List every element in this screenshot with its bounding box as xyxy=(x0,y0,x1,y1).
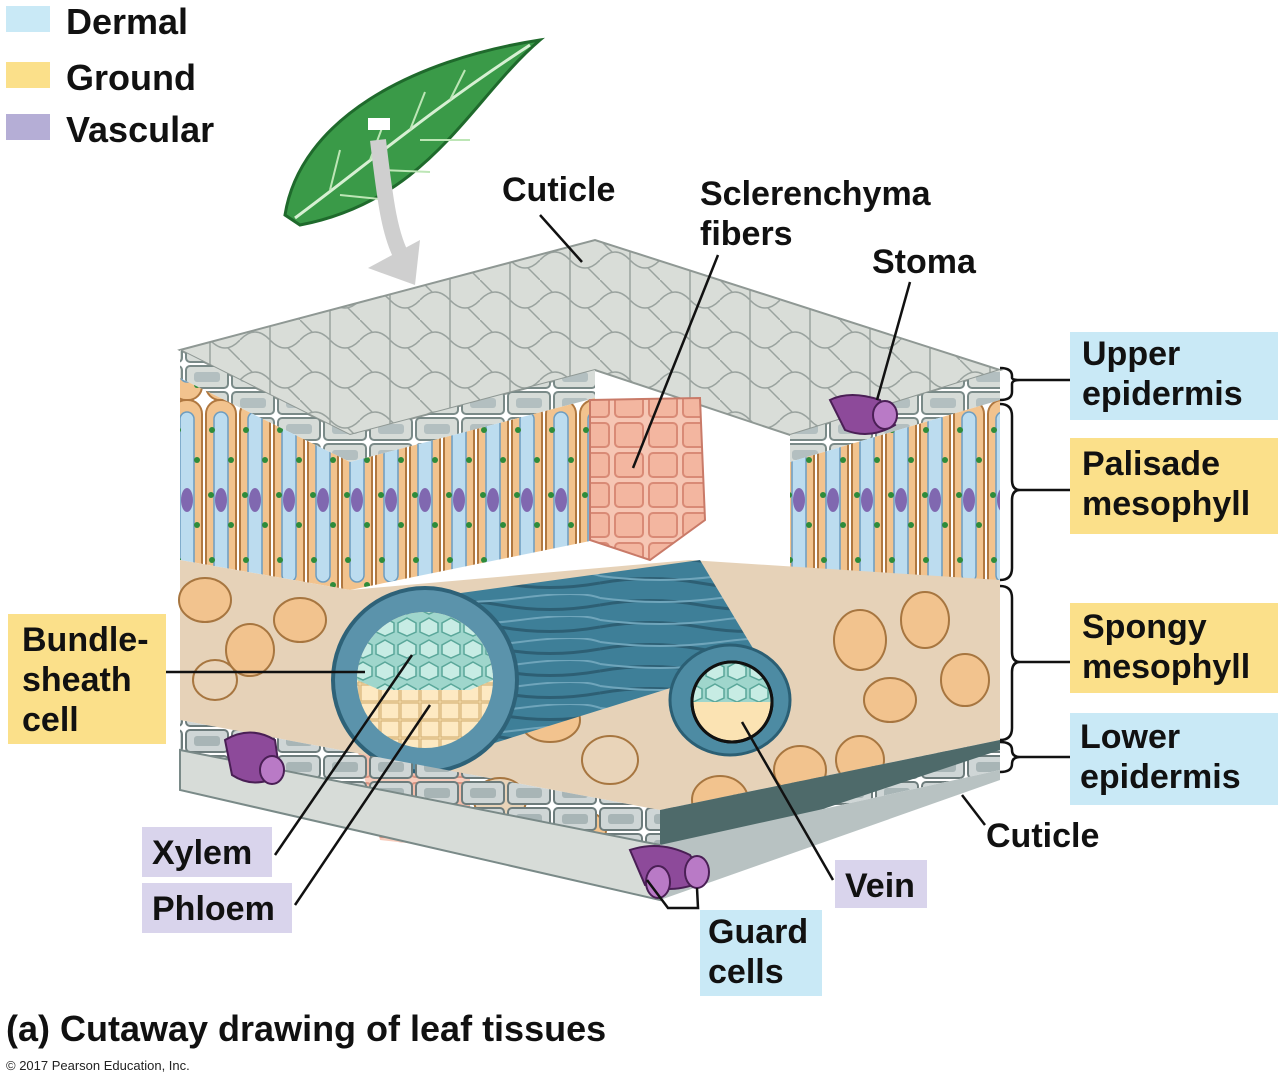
label-palisade-mesophyll: Palisade mesophyll xyxy=(1082,445,1251,524)
vein-box: Vein xyxy=(835,860,927,908)
small-vein-cross-section xyxy=(690,660,774,744)
label-spongy-mesophyll: Spongy mesophyll xyxy=(1082,608,1251,687)
phloem-box: Phloem xyxy=(142,883,292,933)
large-vein-cross-section xyxy=(331,586,519,774)
label-guard-cells: Guard cells xyxy=(708,913,809,992)
legend-swatch-vascular xyxy=(6,114,50,140)
label-cuticle-bottom: Cuticle xyxy=(986,817,1100,855)
copyright-notice: © 2017 Pearson Education, Inc. xyxy=(6,1058,190,1073)
spongy-mesophyll-box: Spongy mesophyll xyxy=(1070,603,1278,693)
legend-label-ground: Ground xyxy=(66,57,196,98)
label-lower-epidermis: Lower epidermis xyxy=(1080,718,1241,797)
legend-swatch-ground xyxy=(6,62,50,88)
label-sclerenchyma-fibers: Sclerenchyma fibers xyxy=(700,175,931,254)
stoma-guard-cells-top xyxy=(828,394,898,435)
lower-epidermis-box: Lower epidermis xyxy=(1070,713,1278,805)
label-phloem: Phloem xyxy=(152,890,275,928)
stoma-guard-cells-left xyxy=(223,731,285,785)
lower-cuticle-surface xyxy=(660,740,1000,850)
bundle-sheath-box: Bundle- sheath cell xyxy=(8,614,166,744)
upper-epidermis-box: Upper epidermis xyxy=(1070,332,1278,420)
palisade-layer-left xyxy=(180,378,350,590)
label-xylem: Xylem xyxy=(152,834,253,872)
label-stoma: Stoma xyxy=(872,243,976,281)
legend-label-dermal: Dermal xyxy=(66,1,189,42)
label-cuticle-top: Cuticle xyxy=(502,171,616,209)
sclerenchyma-fibers xyxy=(589,396,707,562)
label-upper-epidermis: Upper epidermis xyxy=(1082,335,1243,414)
leader-lines xyxy=(165,214,1070,910)
guard-cells-box: Guard cells xyxy=(700,910,822,996)
label-vein: Vein xyxy=(845,867,915,905)
brackets xyxy=(999,366,1021,774)
label-bundle-sheath-cell: Bundle- sheath cell xyxy=(22,621,149,740)
xylem-box: Xylem xyxy=(142,827,272,877)
upper-epidermis-band xyxy=(180,350,350,462)
figure-caption: (a) Cutaway drawing of leaf tissues xyxy=(6,1008,607,1049)
legend-label-vascular: Vascular xyxy=(66,109,215,150)
palisade-mesophyll-box: Palisade mesophyll xyxy=(1070,438,1278,534)
leaf-icon xyxy=(283,37,545,227)
legend-swatch-dermal xyxy=(6,6,50,32)
stoma-guard-cells-bottom xyxy=(628,845,710,899)
palisade-layer-mid xyxy=(350,398,595,590)
